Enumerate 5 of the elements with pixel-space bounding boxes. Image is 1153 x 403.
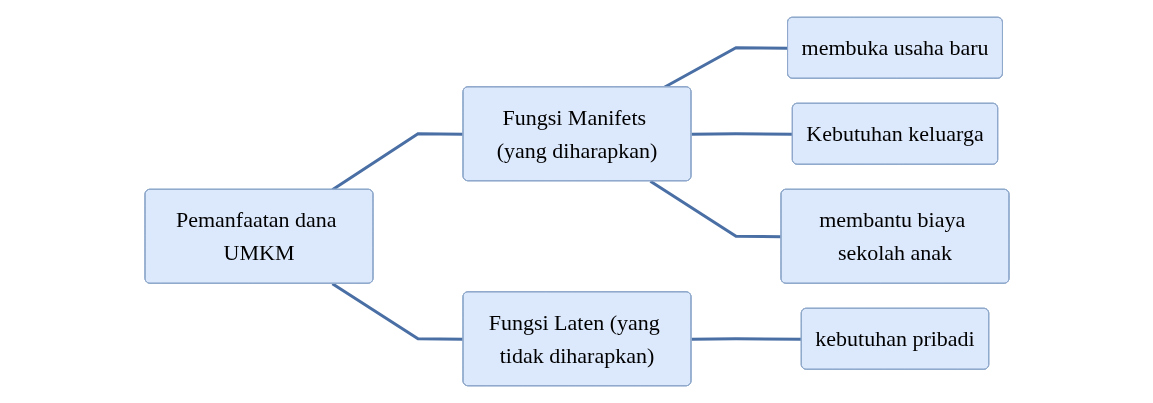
connector xyxy=(691,337,802,341)
connector xyxy=(691,132,793,136)
connector xyxy=(649,180,781,239)
connector xyxy=(331,132,463,191)
connector xyxy=(331,282,463,341)
